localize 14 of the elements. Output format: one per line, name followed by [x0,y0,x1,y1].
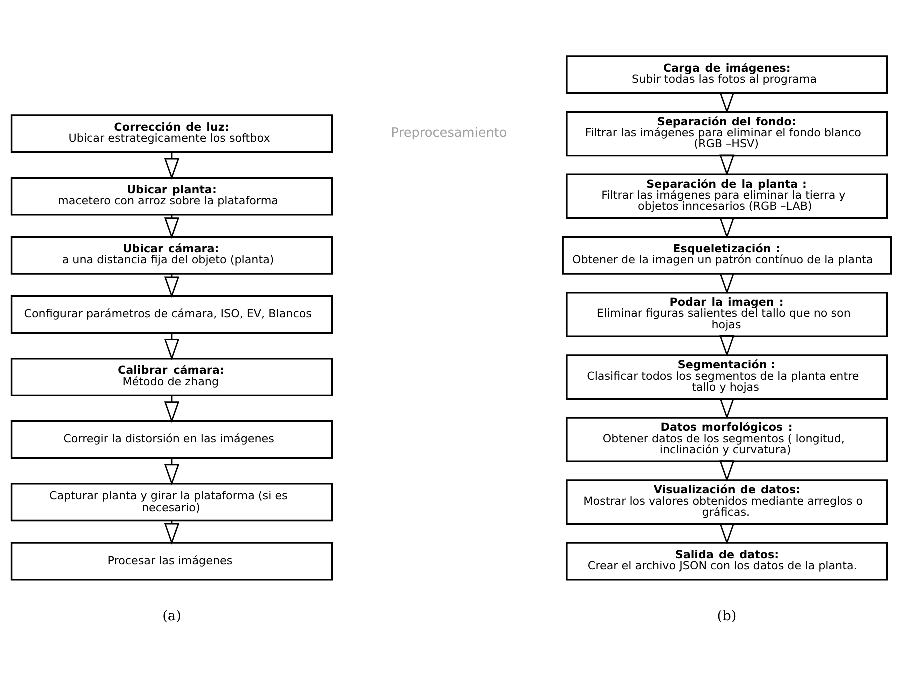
node-box: Capturar planta y girar la plataforma (si es necesario) [10,483,334,522]
label: (a) [162,608,182,624]
node-box: Procesar las imágenes [10,542,334,581]
arrow [720,92,735,114]
label: (b) [717,608,737,624]
node-box: Ubicar planta: macetero con arroz sobre la plataforma [10,177,334,216]
node-box: Calibrar cámara: Método de zhang [10,358,334,397]
node-box: Corrección de luz: Ubicar estrategicamente los softbox [10,114,334,154]
node-box: Ubicar cámara: a una distancia fija del objeto (planta) [10,236,334,275]
node-box: Corregir la distorsión en las imágenes [10,420,334,460]
node-box: Configurar parámetros de cámara, ISO, EV, Blancos [10,295,334,334]
arrow [720,154,735,176]
label: Preprocesamiento [391,126,508,141]
node-box: Salida de datos: Crear el archivo JSON con los datos de la planta. [566,542,888,581]
